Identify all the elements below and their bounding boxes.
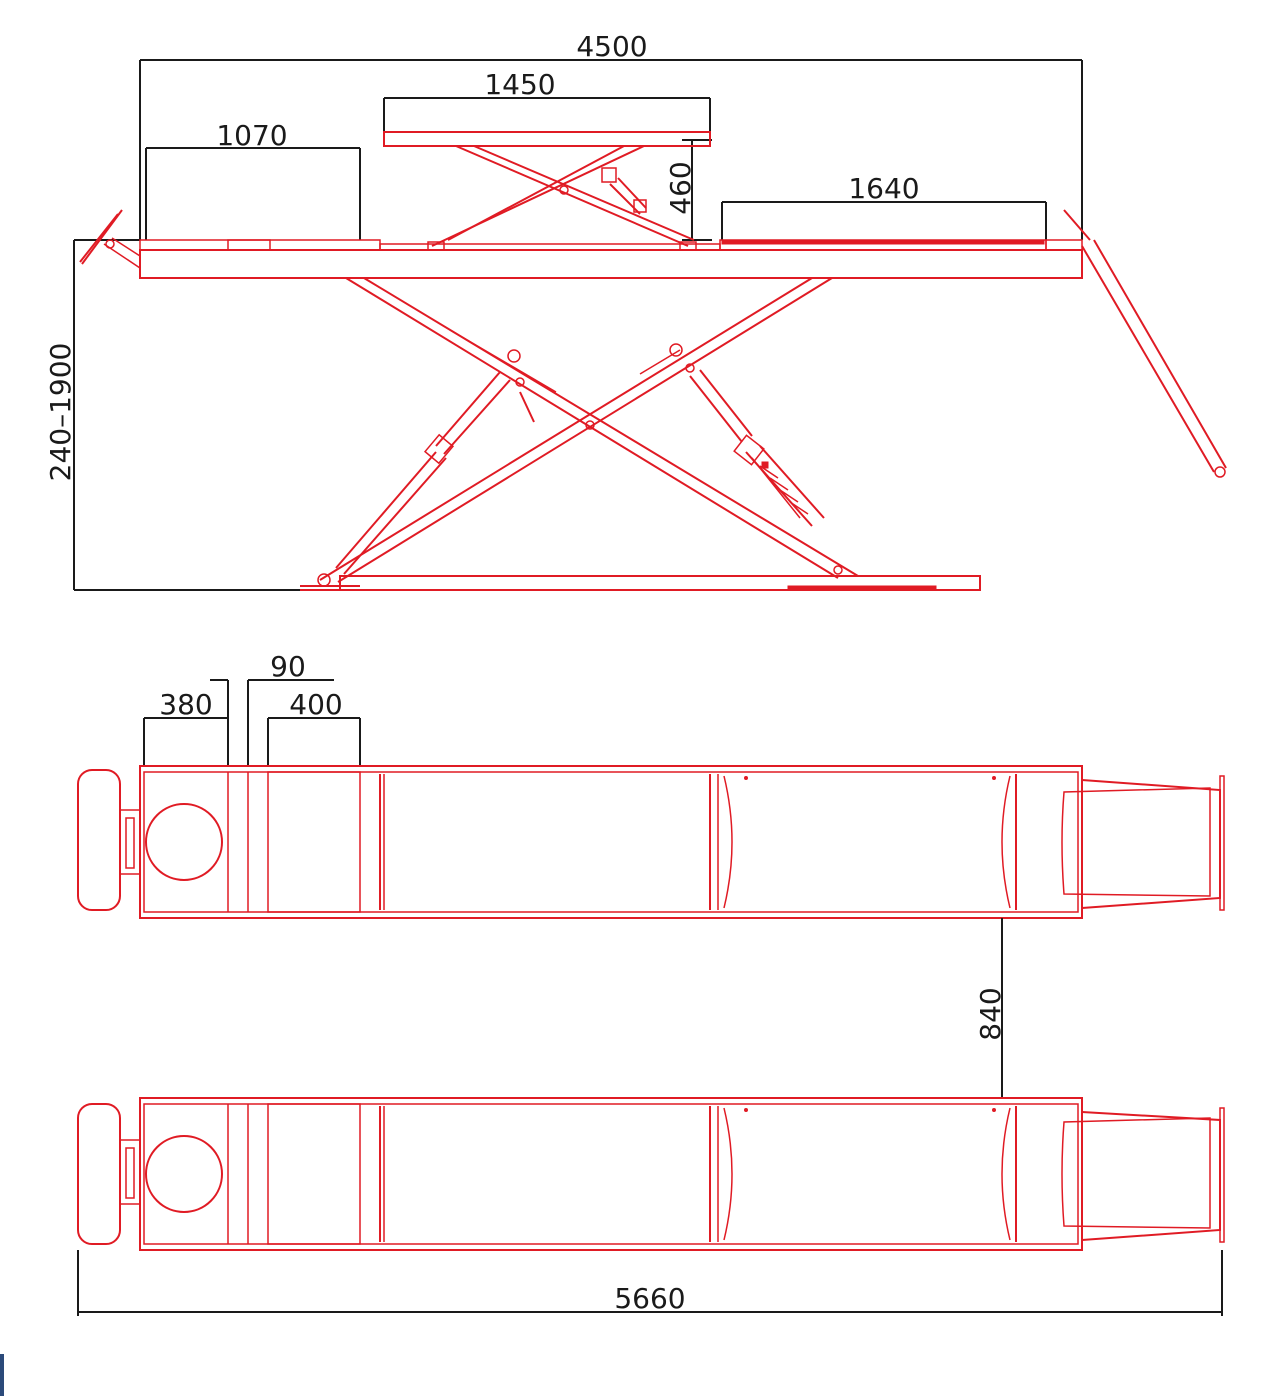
top-view: 380 90 400 (77, 650, 1225, 1316)
dimension-label-840: 840 (974, 987, 1007, 1040)
base-frame (300, 565, 981, 591)
corner-marker (0, 1354, 4, 1396)
dimension-lift-height-range: 240–1900 (44, 239, 300, 591)
runway-upper (77, 765, 1225, 919)
dimension-secondary-platform: 1450 (383, 68, 711, 132)
dimension-right-runway: 1640 (721, 172, 1047, 240)
dimension-label-5660: 5660 (614, 1282, 685, 1315)
left-tilt-plate (79, 209, 141, 269)
dimension-label-240-1900: 240–1900 (44, 343, 77, 482)
dimension-label-400: 400 (289, 688, 342, 721)
right-approach-ramp (1063, 209, 1227, 478)
dimension-overall-length: 4500 (139, 30, 1083, 240)
dimension-label-1640: 1640 (848, 172, 919, 205)
dimension-90: 90 (210, 650, 334, 766)
main-scissor-arms (319, 277, 859, 583)
secondary-platform (383, 131, 711, 251)
dimension-400: 400 (267, 688, 361, 766)
dimension-secondary-lift-height: 460 (664, 139, 712, 241)
dimension-left-runway: 1070 (145, 119, 361, 240)
side-view: 4500 1450 1070 460 1640 (44, 30, 1227, 591)
dimension-label-1070: 1070 (216, 119, 287, 152)
dimension-380: 380 (143, 680, 229, 766)
dimension-label-460: 460 (664, 161, 697, 214)
dimension-label-1450: 1450 (484, 68, 555, 101)
main-platform (139, 239, 1083, 279)
dimension-label-90: 90 (270, 650, 306, 683)
dimension-total-length: 5660 (77, 1250, 1223, 1316)
runway-lower (77, 1097, 1225, 1251)
dimension-label-4500: 4500 (576, 30, 647, 63)
dimension-label-380: 380 (159, 688, 212, 721)
dimension-runway-gap: 840 (974, 918, 1007, 1098)
